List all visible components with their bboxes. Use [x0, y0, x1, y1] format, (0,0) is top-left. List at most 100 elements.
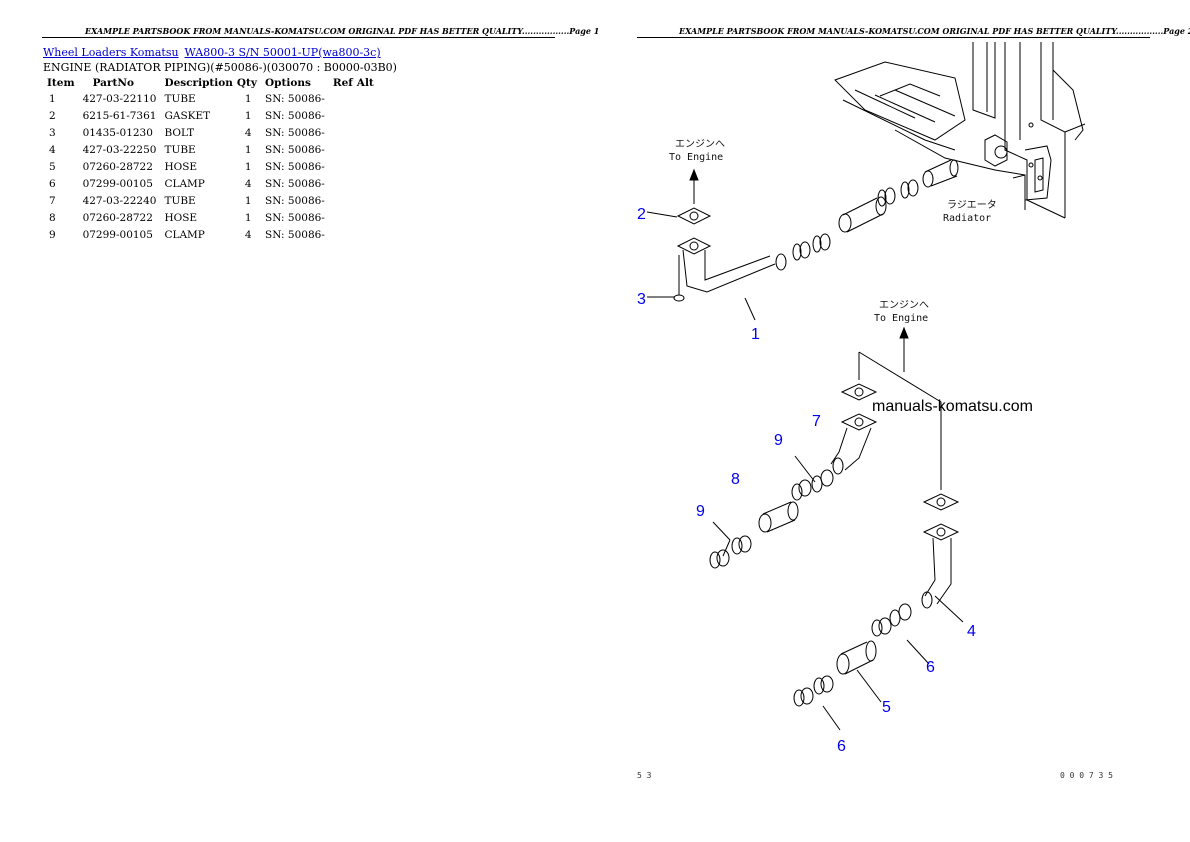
- cell-partno: 07260-28722: [82, 212, 153, 224]
- col-header-alt: Alt: [356, 77, 374, 89]
- table-row: 6 07299-00105 CLAMP 4 SN: 50086-: [43, 177, 378, 194]
- callout-5: 5: [882, 699, 891, 716]
- callout-2: 2: [637, 206, 646, 223]
- cell-alt: [357, 109, 378, 126]
- parts-diagram: エンジンへ To Engine エンジンへ To Engine ラジエータ Ra…: [637, 42, 1113, 780]
- callout-9-lower: 9: [696, 503, 705, 520]
- table-row: 9 07299-00105 CLAMP 4 SN: 50086-: [43, 228, 378, 245]
- col-header-ref: Ref: [332, 77, 353, 89]
- table-row: 8 07260-28722 HOSE 1 SN: 50086-: [43, 211, 378, 228]
- cell-item: 7: [49, 195, 56, 207]
- breadcrumb: Wheel Loaders Komatsu WA800-3 S/N 50001-U…: [43, 46, 387, 59]
- cell-ref: [329, 92, 357, 109]
- cell-description: GASKET: [164, 110, 211, 122]
- cell-ref: [329, 194, 357, 211]
- cell-qty: 1: [244, 161, 252, 173]
- callout-8: 8: [731, 471, 740, 488]
- callout-9-upper: 9: [774, 432, 783, 449]
- cell-qty: 4: [244, 127, 252, 139]
- cell-qty: 1: [244, 212, 252, 224]
- cell-ref: [329, 177, 357, 194]
- cell-item: 3: [49, 127, 56, 139]
- cell-qty: 4: [244, 229, 252, 241]
- col-header-item: Item: [47, 77, 75, 89]
- table-row: 1 427-03-22110 TUBE 1 SN: 50086-: [43, 92, 378, 109]
- cell-description: TUBE: [164, 93, 196, 105]
- cell-partno: 07299-00105: [82, 178, 153, 190]
- cell-partno: 427-03-22110: [82, 93, 157, 105]
- cell-alt: [357, 177, 378, 194]
- cell-ref: [329, 211, 357, 228]
- cell-alt: [357, 160, 378, 177]
- to-engine-jp-label-1: エンジンへ: [675, 139, 725, 150]
- lower-left-pipe-set: [709, 383, 878, 569]
- cell-description: BOLT: [164, 127, 195, 139]
- cell-alt: [357, 211, 378, 228]
- radiator-jp-label: ラジエータ: [947, 199, 997, 211]
- cell-item: 9: [49, 229, 56, 241]
- cell-options: SN: 50086-: [265, 178, 325, 190]
- cell-description: HOSE: [164, 212, 198, 224]
- diagram-footer-left: 5 3: [637, 771, 652, 780]
- cell-qty: 1: [244, 144, 252, 156]
- cell-options: SN: 50086-: [265, 229, 325, 241]
- col-header-partno: PartNo: [92, 77, 134, 89]
- cell-ref: [329, 143, 357, 160]
- callout-6-upper: 6: [926, 659, 935, 676]
- cell-item: 1: [49, 93, 56, 105]
- cell-alt: [357, 194, 378, 211]
- to-engine-arrows: [689, 168, 942, 490]
- cell-description: CLAMP: [164, 229, 205, 241]
- cell-options: SN: 50086-: [265, 144, 325, 156]
- diagram-footer-right: 0 0 0 7 3 5: [1060, 771, 1113, 780]
- page-2: EXAMPLE PARTSBOOK FROM MANUALS-KOMATSU.C…: [595, 0, 1190, 842]
- table-row: 3 01435-01230 BOLT 4 SN: 50086-: [43, 126, 378, 143]
- page-1: EXAMPLE PARTSBOOK FROM MANUALS-KOMATSU.C…: [42, 26, 599, 245]
- radiator-assembly: [834, 42, 1086, 219]
- radiator-en-label: Radiator: [943, 213, 991, 224]
- cell-partno: 07299-00105: [82, 229, 153, 241]
- header-rule: [42, 37, 555, 38]
- cell-qty: 1: [244, 93, 252, 105]
- cell-description: HOSE: [164, 161, 198, 173]
- lower-right-pipe-set: [793, 493, 964, 731]
- cell-ref: [329, 109, 357, 126]
- cell-options: SN: 50086-: [265, 93, 325, 105]
- col-header-options: Options: [265, 77, 311, 89]
- callout-4: 4: [967, 623, 976, 640]
- cell-partno: 01435-01230: [82, 127, 153, 139]
- cell-options: SN: 50086-: [265, 161, 325, 173]
- cell-description: TUBE: [164, 144, 196, 156]
- cell-alt: [357, 143, 378, 160]
- cell-partno: 6215-61-7361: [82, 110, 157, 122]
- cell-description: CLAMP: [164, 178, 205, 190]
- cell-options: SN: 50086-: [265, 127, 325, 139]
- callout-6-lower: 6: [837, 738, 846, 755]
- cell-options: SN: 50086-: [265, 212, 325, 224]
- watermark: manuals-komatsu.com: [872, 398, 1033, 415]
- cell-qty: 1: [244, 195, 252, 207]
- breadcrumb-link-category[interactable]: Wheel Loaders Komatsu: [43, 46, 179, 59]
- cell-item: 8: [49, 212, 56, 224]
- cell-item: 6: [49, 178, 56, 190]
- cell-partno: 427-03-22250: [82, 144, 157, 156]
- cell-partno: 427-03-22240: [82, 195, 157, 207]
- callout-1: 1: [751, 326, 760, 343]
- parts-table: Item PartNo Description Qty Options Ref …: [43, 75, 378, 245]
- cell-qty: 4: [244, 178, 252, 190]
- cell-alt: [357, 228, 378, 245]
- cell-alt: [357, 126, 378, 143]
- section-title: ENGINE (RADIATOR PIPING)(#50086-)(030070…: [43, 61, 397, 74]
- tube-1-assembly: [673, 207, 787, 302]
- cell-ref: [329, 228, 357, 245]
- callout-3: 3: [637, 291, 646, 308]
- cell-alt: [357, 92, 378, 109]
- breadcrumb-link-model[interactable]: WA800-3 S/N 50001-UP(wa800-3c): [184, 46, 381, 59]
- to-engine-jp-label-2: エンジンへ: [879, 300, 929, 311]
- cell-ref: [329, 126, 357, 143]
